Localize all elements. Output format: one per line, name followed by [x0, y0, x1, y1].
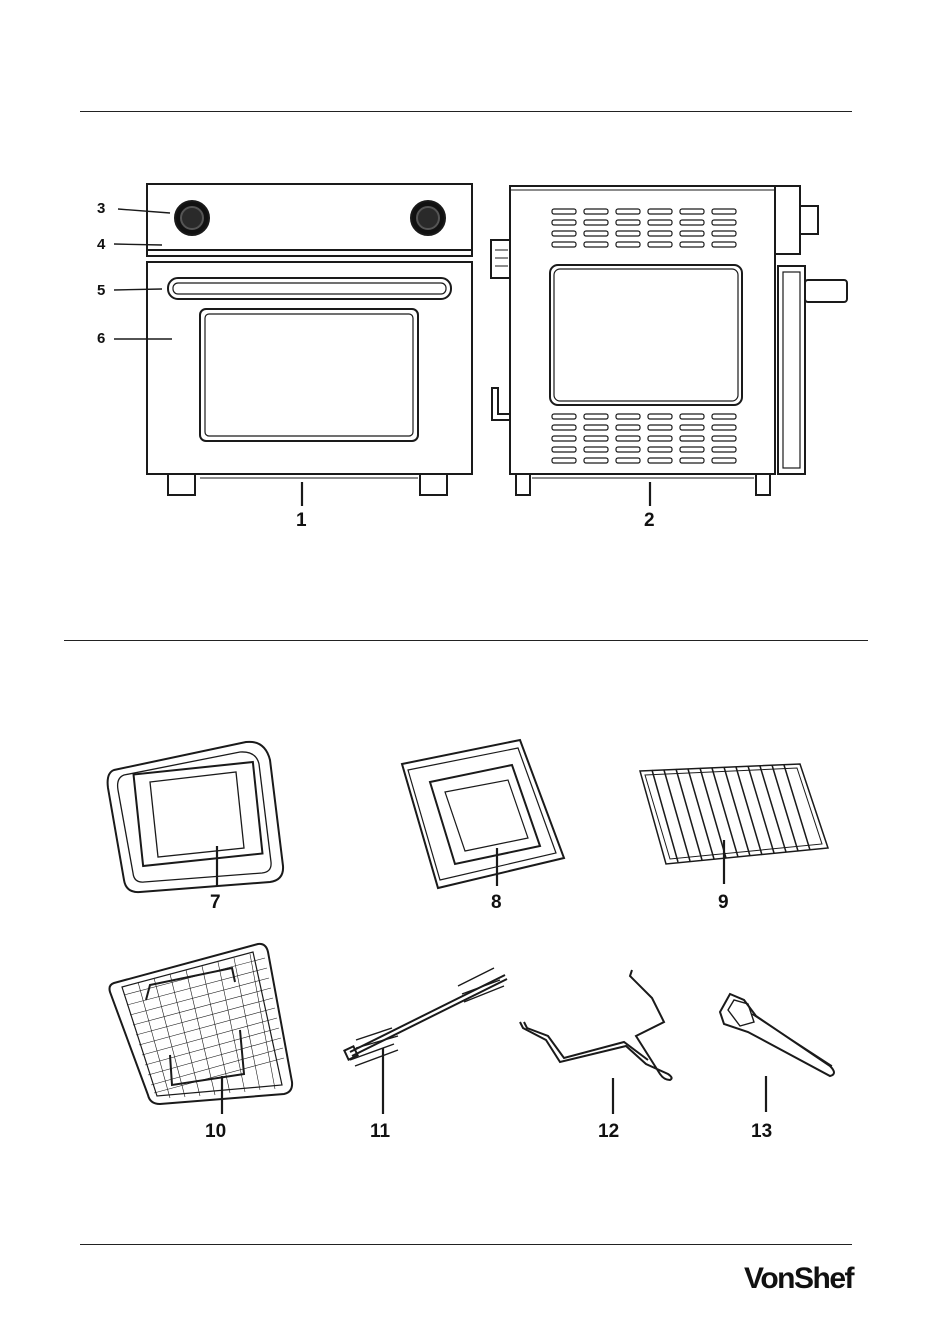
baking-tray-icon: [108, 742, 283, 892]
rotisserie-fork-icon: [520, 970, 672, 1080]
tray-handle-icon: [720, 994, 834, 1076]
oven-side-icon: [491, 186, 847, 495]
drip-tray-icon: [402, 740, 564, 888]
callout-10: 10: [205, 1122, 226, 1141]
callout-2: 2: [644, 511, 655, 530]
brand-logo: VonShef: [744, 1262, 853, 1296]
callout-11: 11: [370, 1122, 390, 1141]
callout-8: 8: [491, 893, 502, 912]
callout-9: 9: [718, 893, 729, 912]
callout-1: 1: [296, 511, 307, 530]
callout-12: 12: [598, 1122, 619, 1141]
oven-front-icon: [147, 184, 472, 495]
callout-5: 5: [97, 283, 105, 298]
callout-3: 3: [97, 201, 105, 216]
leader-lines: [114, 209, 766, 1114]
rotisserie-spit-icon: [344, 968, 507, 1066]
callout-13: 13: [751, 1122, 772, 1141]
callout-6: 6: [97, 331, 105, 346]
callout-7: 7: [210, 893, 221, 912]
mesh-basket-icon: [110, 944, 293, 1104]
wire-rack-icon: [640, 764, 828, 864]
callout-4: 4: [97, 237, 105, 252]
